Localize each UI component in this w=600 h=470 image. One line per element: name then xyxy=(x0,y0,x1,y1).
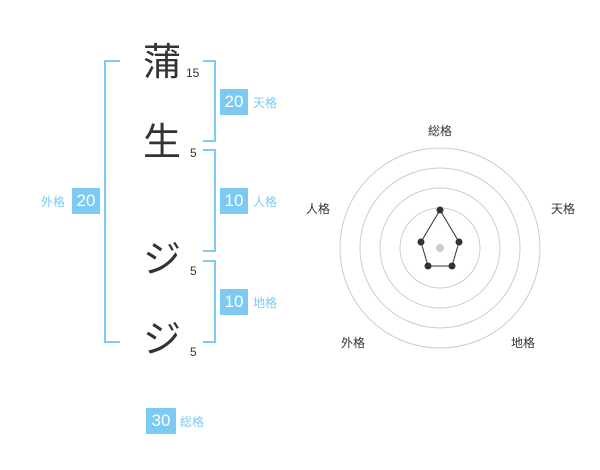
stroke-count-2: 5 xyxy=(190,146,197,160)
radar-center-dot xyxy=(436,244,444,252)
stroke-count-3: 5 xyxy=(190,264,197,278)
tenkaku-bracket xyxy=(203,60,216,142)
radar-rings xyxy=(339,147,541,349)
radar-label-jinkaku: 人格 xyxy=(306,202,331,216)
jinkaku-value: 10 xyxy=(220,188,248,214)
radar-point-tenkaku xyxy=(455,238,463,246)
radar-point-soukaku xyxy=(436,206,444,214)
stroke-count-4: 5 xyxy=(190,345,197,359)
radar-point-jinkaku xyxy=(417,238,425,246)
chikaku-value: 10 xyxy=(220,289,248,315)
name-char-4: ジ xyxy=(142,317,181,361)
radar-point-gaikaku xyxy=(424,262,432,270)
radar-label-chikaku: 地格 xyxy=(511,336,536,350)
stroke-count-1: 15 xyxy=(186,66,200,80)
soukaku-label: 総格 xyxy=(180,415,205,429)
radar-ring-2 xyxy=(359,167,521,329)
radar-ring-3 xyxy=(379,187,501,309)
radar-label-soukaku: 総格 xyxy=(428,124,453,138)
tenkaku-value: 20 xyxy=(220,89,248,115)
name-char-2: 生 xyxy=(142,120,181,164)
radar-label-tenkaku: 天格 xyxy=(551,202,576,216)
jinkaku-label: 人格 xyxy=(253,195,278,209)
gaikaku-bracket xyxy=(104,60,120,343)
tenkaku-label: 天格 xyxy=(253,96,278,110)
jinkaku-bracket xyxy=(203,149,216,252)
gaikaku-label: 外格 xyxy=(41,195,66,209)
radar-ring-1 xyxy=(339,147,541,349)
radar-point-chikaku xyxy=(448,262,456,270)
radar-polygon xyxy=(420,209,460,267)
chikaku-bracket xyxy=(203,260,216,343)
name-char-1: 蒲 xyxy=(142,40,181,84)
chikaku-label: 地格 xyxy=(253,296,278,310)
soukaku-value: 30 xyxy=(146,408,176,434)
name-char-3: ジ xyxy=(142,237,181,281)
gaikaku-value: 20 xyxy=(72,188,100,214)
radar-label-gaikaku: 外格 xyxy=(341,336,366,350)
